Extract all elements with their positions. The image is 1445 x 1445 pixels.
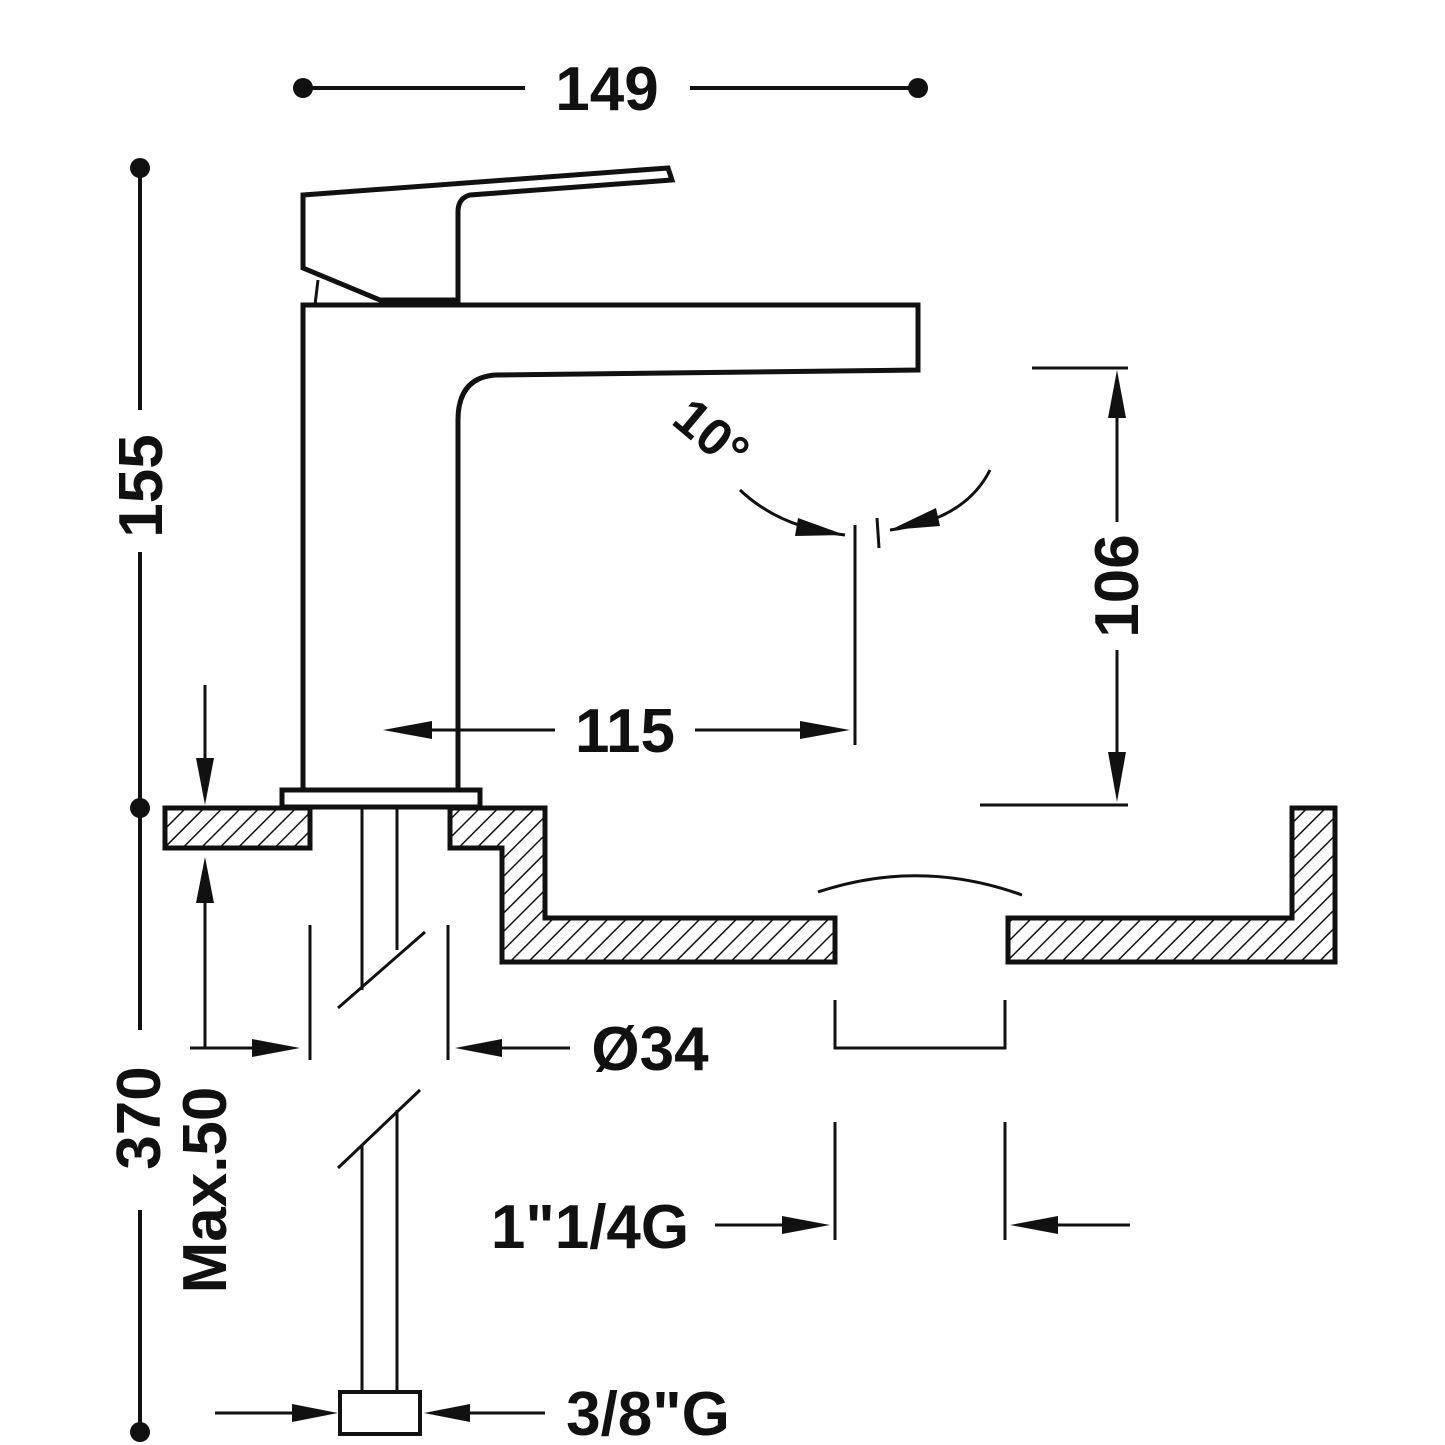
height-dimension: 155 (107, 158, 176, 818)
hose-connector (338, 1390, 422, 1436)
deck-thickness-label: Max.50 (171, 1087, 240, 1294)
faucet-base-plate (279, 787, 483, 810)
waste-thread-label: 1"1/4G (491, 1193, 689, 1262)
faucet-handle (300, 165, 676, 303)
deck-thickness-dimension: Max.50 (171, 685, 300, 1293)
inlet-thread-label: 3/8"G (566, 1380, 730, 1445)
supply-hose (336, 808, 426, 1436)
inlet-thread-dimension: 3/8"G (215, 1380, 730, 1445)
width-label: 149 (555, 55, 658, 124)
body-diameter-label: Ø34 (591, 1015, 709, 1084)
waste-thread-dimension: 1"1/4G (491, 1193, 1130, 1262)
spout-reach-label: 115 (575, 697, 675, 766)
spout-height-dimension: 106 (980, 366, 1152, 807)
countertop-section (162, 805, 1338, 965)
height-label: 155 (107, 434, 176, 537)
total-length-label: 370 (105, 1066, 174, 1169)
total-length-dimension: 370 (105, 808, 174, 1442)
body-diameter-dimension: Ø34 (308, 925, 709, 1084)
spout-reach-dimension: 115 (383, 697, 850, 766)
waste-outlet (833, 1000, 1007, 1240)
basin-drain-arc (817, 874, 1023, 897)
faucet-body (300, 302, 921, 793)
swivel-angle-label: 10° (662, 387, 760, 482)
width-dimension: 149 (293, 55, 928, 124)
spout-height-label: 106 (1083, 534, 1152, 637)
swivel-angle-indicator: 10° (662, 387, 992, 745)
